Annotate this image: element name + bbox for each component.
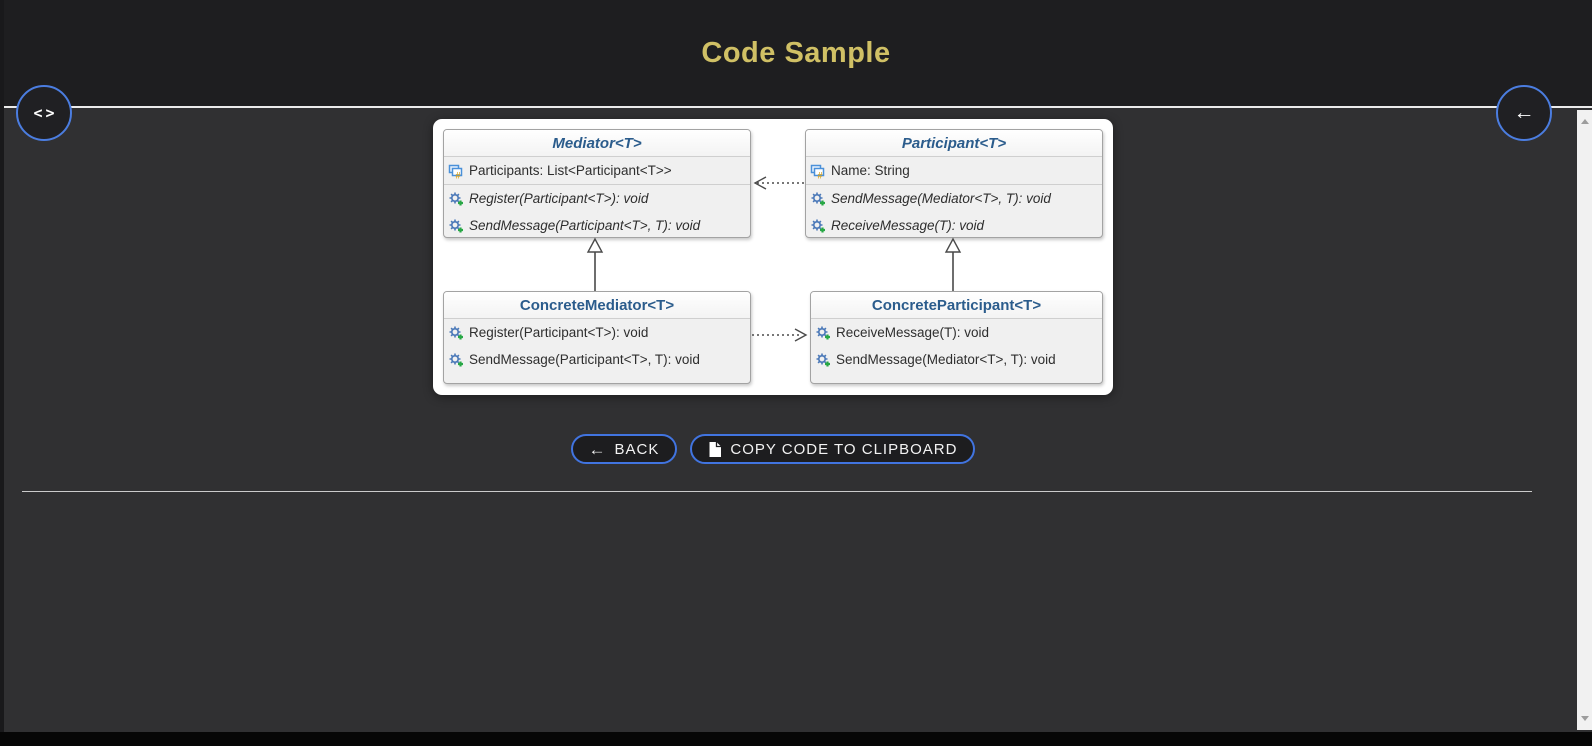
method-label: ReceiveMessage(T): void [836,325,990,340]
action-button-row: ← BACK COPY CODE TO CLIPBOARD [433,434,1113,464]
field-row: # Name: String [806,157,1102,184]
left-edge-strip [0,0,4,746]
method-icon [449,326,463,339]
uml-diagram-panel: Mediator<T> # Participants: List<Partici… [433,119,1113,395]
arrow-left-icon: ← [588,439,607,459]
back-button-label: BACK [614,440,660,458]
back-button[interactable]: ← BACK [570,434,678,464]
class-box-participant: Participant<T> # Name: String [805,129,1103,238]
divider-line [22,491,1532,492]
field-row: # Participants: List<Participant<T>> [444,157,750,184]
header: Code Sample [0,0,1592,108]
svg-text:#: # [818,170,823,179]
field-label: Participants: List<Participant<T>> [469,163,672,178]
method-row: SendMessage(Participant<T>, T): void [444,212,750,237]
method-label: Register(Participant<T>): void [469,191,649,206]
method-row: ReceiveMessage(T): void [806,212,1102,237]
method-icon [449,353,463,366]
method-icon [811,219,825,232]
method-label: SendMessage(Mediator<T>, T): void [836,352,1056,367]
arrow-left-icon: ← [1513,101,1535,124]
method-icon [816,353,830,366]
copy-code-button-label: COPY CODE TO CLIPBOARD [730,440,958,458]
class-title: ConcreteMediator<T> [444,292,750,319]
method-label: ReceiveMessage(T): void [831,218,985,233]
class-title: ConcreteParticipant<T> [811,292,1102,319]
code-toggle-button[interactable]: <> [16,85,72,141]
field-icon: # [448,164,463,179]
back-circle-button[interactable]: ← [1496,85,1552,141]
method-icon [811,192,825,205]
method-label: SendMessage(Participant<T>, T): void [469,352,700,367]
method-icon [449,219,463,232]
method-row: ReceiveMessage(T): void [811,319,1102,346]
method-icon [449,192,463,205]
method-row: Register(Participant<T>): void [444,319,750,346]
svg-text:#: # [456,170,461,179]
code-icon: <> [33,104,58,122]
method-label: SendMessage(Participant<T>, T): void [469,218,701,233]
field-icon: # [810,164,825,179]
scroll-down-icon[interactable] [1580,716,1589,721]
class-box-concrete-participant: ConcreteParticipant<T> ReceiveMessage(T)… [810,291,1103,384]
method-label: Register(Participant<T>): void [469,325,649,340]
copy-code-button[interactable]: COPY CODE TO CLIPBOARD [690,434,976,464]
bottom-edge-strip [0,732,1592,746]
method-row: SendMessage(Participant<T>, T): void [444,346,750,373]
class-box-mediator: Mediator<T> # Participants: List<Partici… [443,129,751,238]
scroll-up-icon[interactable] [1580,119,1589,124]
document-icon [709,441,722,457]
class-title: Mediator<T> [444,130,750,157]
method-row: SendMessage(Mediator<T>, T): void [806,185,1102,212]
vertical-scrollbar[interactable] [1577,110,1592,730]
field-label: Name: String [831,163,910,178]
class-title: Participant<T> [806,130,1102,157]
method-row: Register(Participant<T>): void [444,185,750,212]
method-row: SendMessage(Mediator<T>, T): void [811,346,1102,373]
method-label: SendMessage(Mediator<T>, T): void [831,191,1051,206]
class-box-concrete-mediator: ConcreteMediator<T> Register(Participant… [443,291,751,384]
page-title: Code Sample [701,36,891,69]
method-icon [816,326,830,339]
